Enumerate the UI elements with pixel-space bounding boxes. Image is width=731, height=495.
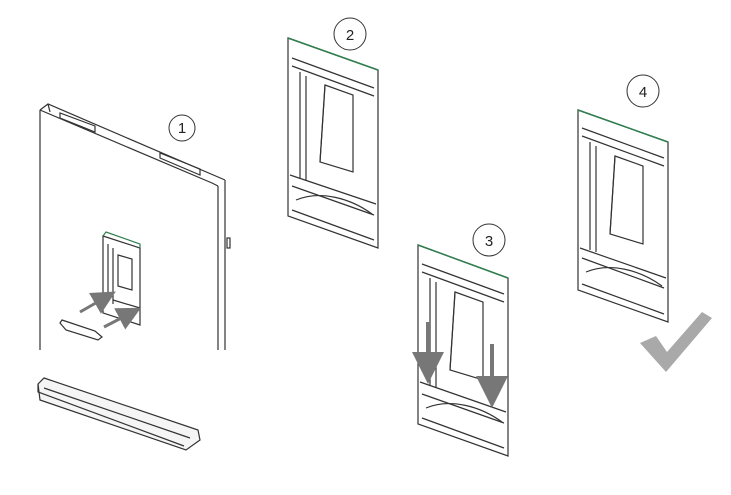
step-1-arrows (79, 291, 141, 330)
svg-text:1: 1 (178, 120, 186, 137)
svg-text:3: 3 (485, 233, 493, 250)
step-4-panel (577, 109, 669, 323)
step-1-drip-tray (37, 377, 201, 451)
step-2-panel (287, 37, 379, 249)
step-1-door (39, 103, 231, 350)
step-3-panel (417, 244, 509, 457)
checkmark-icon (640, 312, 712, 372)
step-1-label: 1 (168, 114, 196, 142)
svg-text:4: 4 (639, 84, 647, 101)
step-3-label: 3 (472, 223, 506, 257)
step-3-arrows (412, 322, 508, 408)
svg-text:2: 2 (346, 27, 354, 44)
step-2-label: 2 (333, 17, 367, 51)
step-4-label: 4 (626, 74, 660, 108)
